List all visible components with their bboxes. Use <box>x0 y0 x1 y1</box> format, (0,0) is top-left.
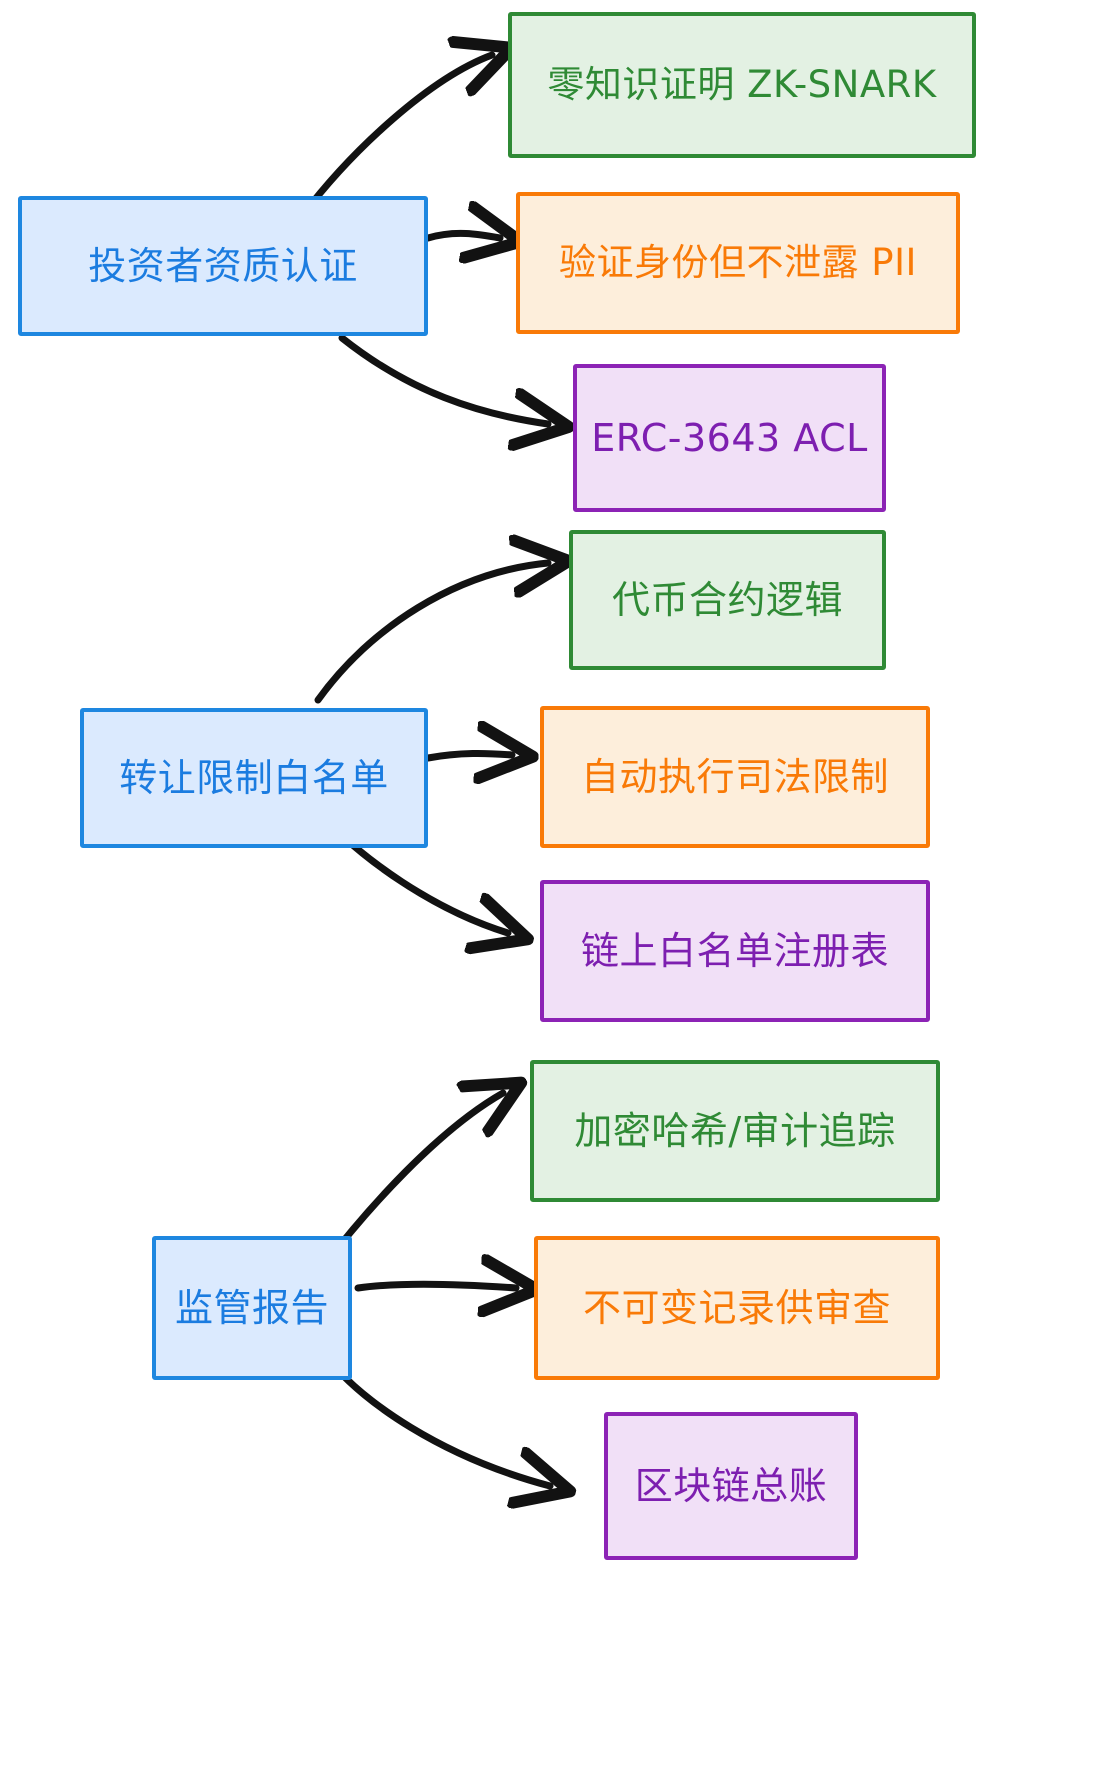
node-immutable-record[interactable]: 不可变记录供审查 <box>534 1236 940 1380</box>
node-regulatory-report-label: 监管报告 <box>174 1285 329 1330</box>
edge-investor-to-zk <box>298 55 492 220</box>
node-crypto-hash-audit[interactable]: 加密哈希/审计追踪 <box>530 1060 940 1202</box>
node-token-contract-logic[interactable]: 代币合约逻辑 <box>569 530 886 670</box>
node-regulatory-report[interactable]: 监管报告 <box>152 1236 352 1380</box>
edge-whitelist-to-token <box>314 563 548 704</box>
node-onchain-whitelist-registry[interactable]: 链上白名单注册表 <box>540 880 930 1022</box>
node-erc-3643-acl-label: ERC-3643 ACL <box>591 415 868 460</box>
node-token-contract-logic-label: 代币合约逻辑 <box>611 577 843 622</box>
node-zk-snark[interactable]: 零知识证明 ZK-SNARK <box>508 12 976 158</box>
edge-investor-to-verify <box>424 233 500 238</box>
node-crypto-hash-audit-label: 加密哈希/审计追踪 <box>574 1108 896 1153</box>
node-auto-enforce-legal[interactable]: 自动执行司法限制 <box>540 706 930 848</box>
node-blockchain-ledger-label: 区块链总账 <box>634 1463 828 1508</box>
edge-whitelist-to-auto <box>424 753 512 758</box>
edge-report-to-immutable <box>354 1284 516 1288</box>
node-blockchain-ledger[interactable]: 区块链总账 <box>604 1412 858 1560</box>
node-auto-enforce-legal-label: 自动执行司法限制 <box>580 754 889 799</box>
node-verify-identity-label: 验证身份但不泄露 PII <box>559 241 917 285</box>
node-immutable-record-label: 不可变记录供审查 <box>582 1285 891 1330</box>
node-transfer-whitelist[interactable]: 转让限制白名单 <box>80 708 428 848</box>
node-onchain-whitelist-registry-label: 链上白名单注册表 <box>580 928 889 973</box>
node-erc-3643-acl[interactable]: ERC-3643 ACL <box>573 364 886 512</box>
node-investor-accreditation-label: 投资者资质认证 <box>88 243 358 288</box>
node-transfer-whitelist-label: 转让限制白名单 <box>119 755 389 800</box>
node-zk-snark-label: 零知识证明 ZK-SNARK <box>547 63 937 107</box>
node-investor-accreditation[interactable]: 投资者资质认证 <box>18 196 428 336</box>
node-verify-identity[interactable]: 验证身份但不泄露 PII <box>516 192 960 334</box>
edge-investor-to-erc <box>338 334 548 424</box>
